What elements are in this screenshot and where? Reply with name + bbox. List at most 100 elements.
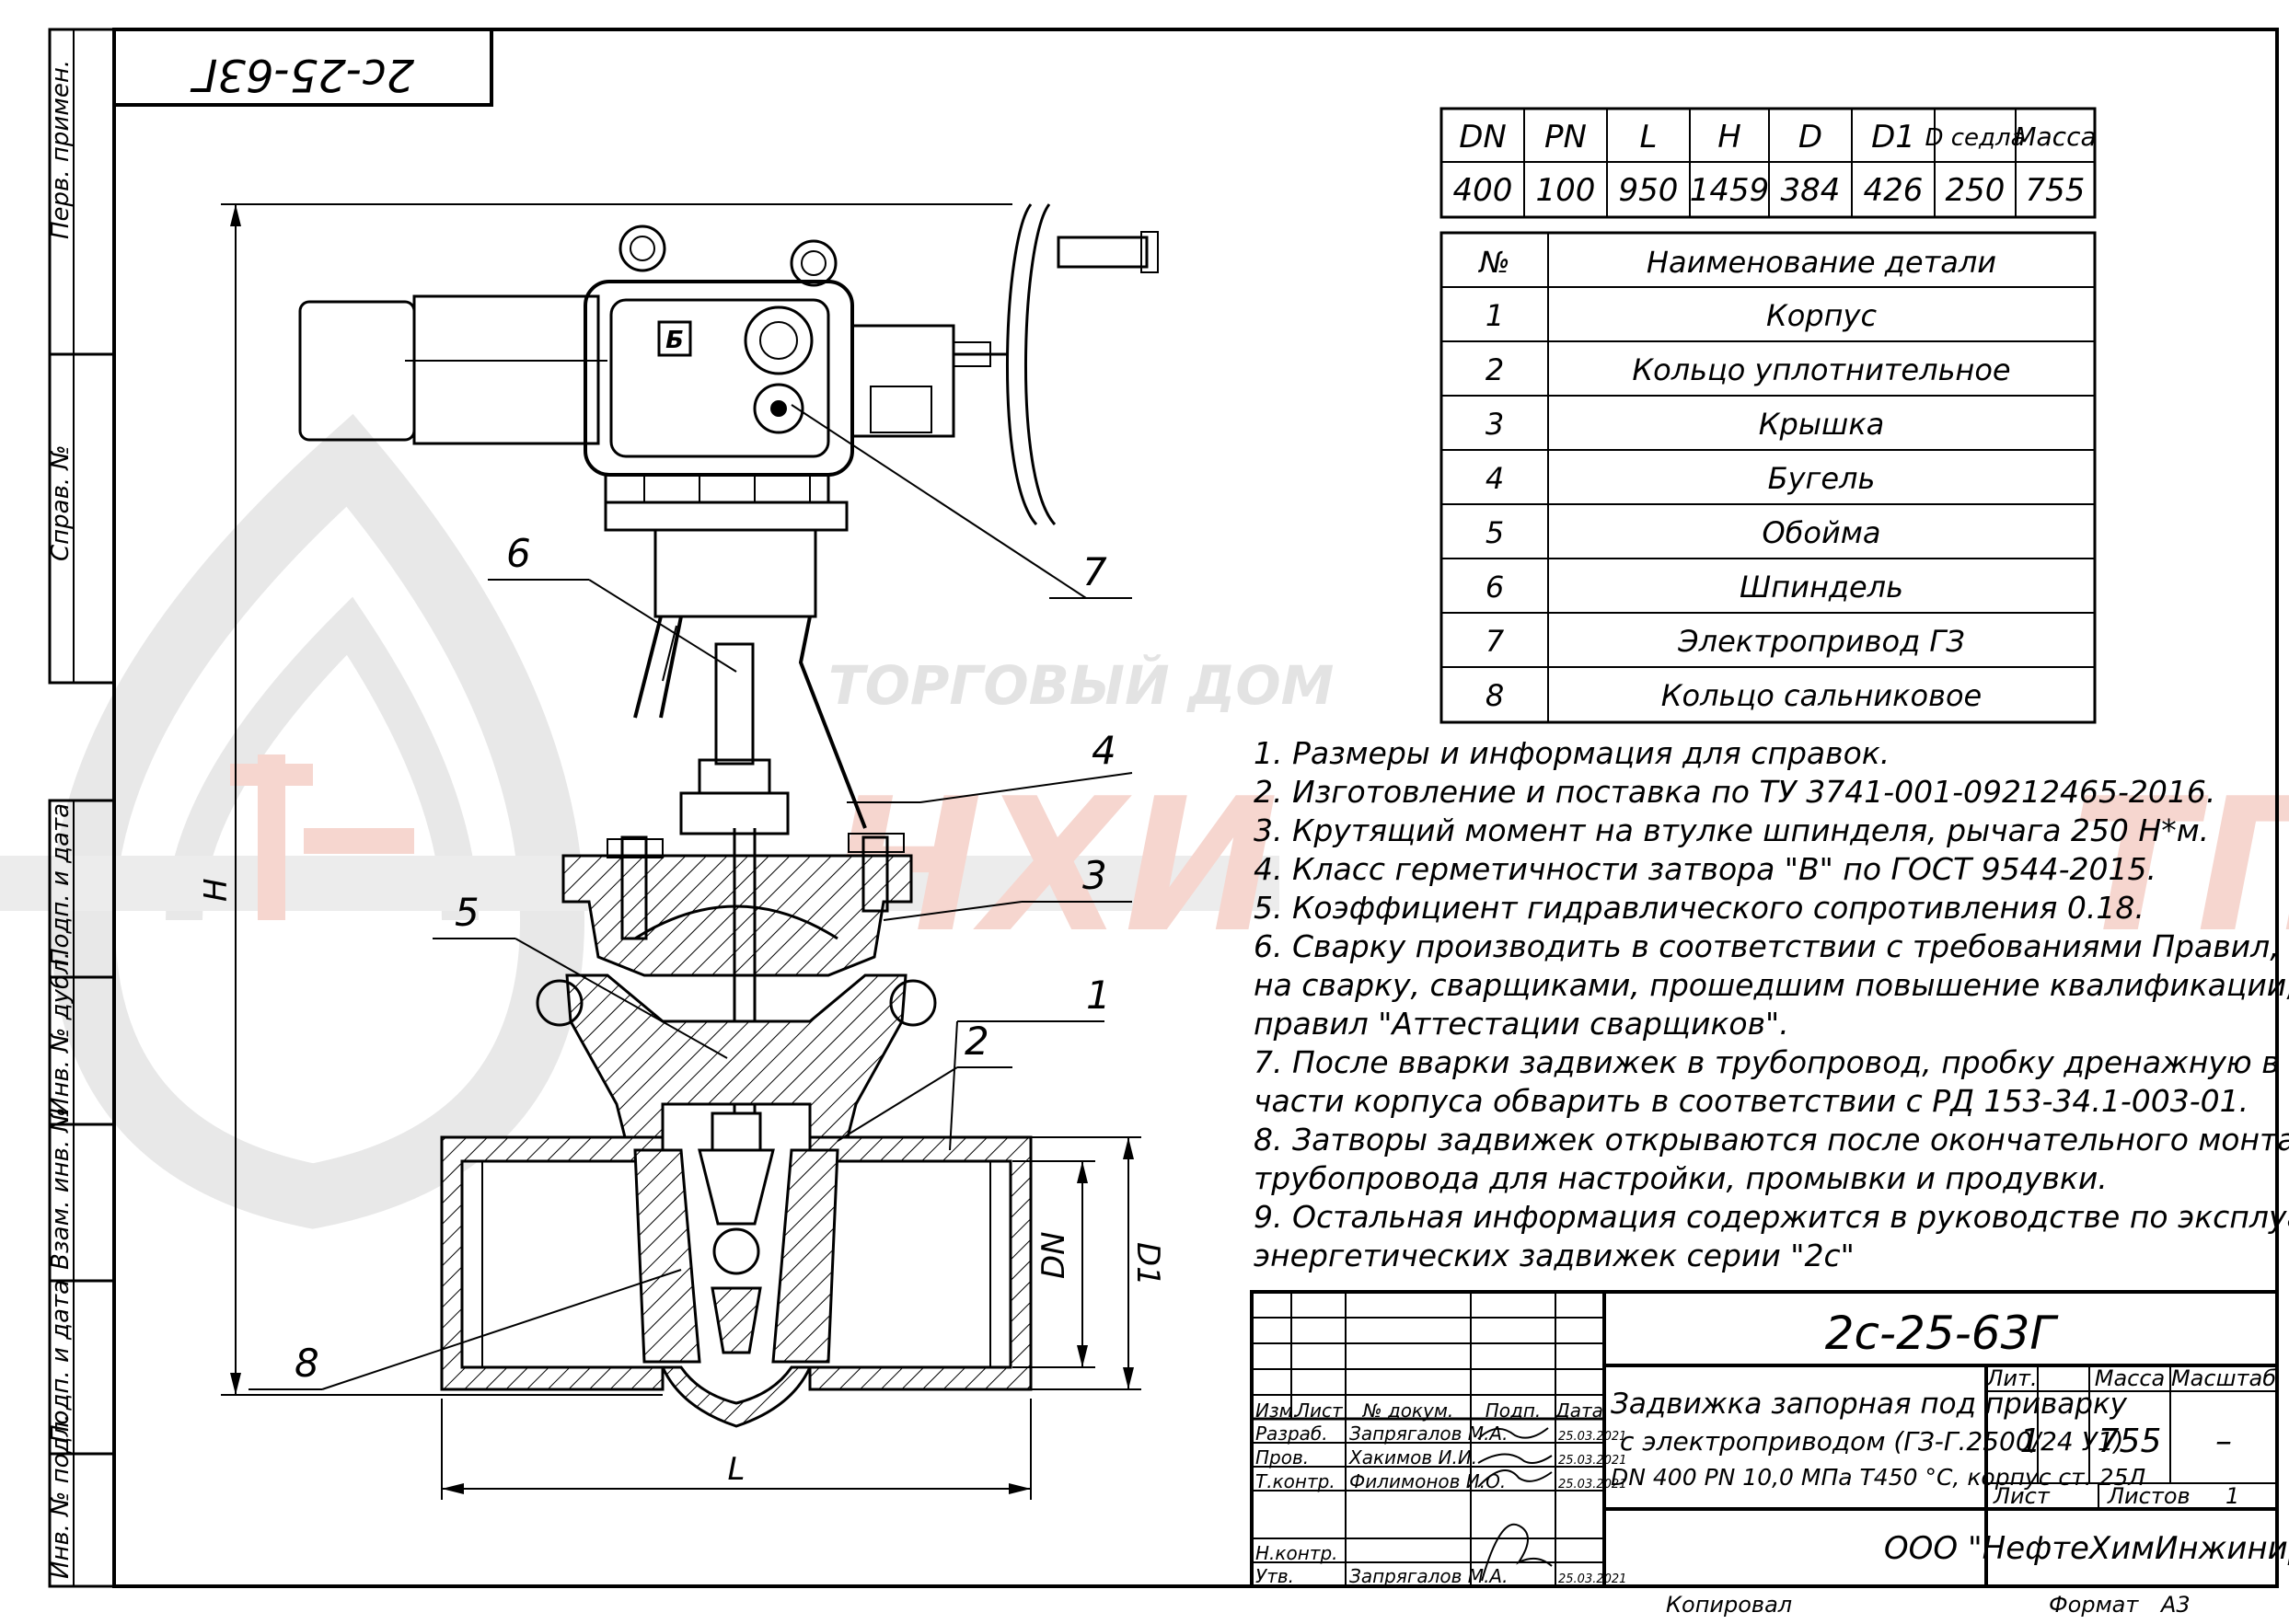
dimensions: H L DN D1: [198, 203, 1166, 1500]
tb-role-tkontr: Т.контр.: [1255, 1470, 1335, 1492]
tb-scale-value: –: [2215, 1422, 2232, 1460]
spec-header-dn: DN: [1459, 119, 1507, 155]
note-line-5: 5. Коэффициент гидравлического сопротивл…: [1254, 890, 2144, 926]
note-line-1: 1. Размеры и информация для справок.: [1254, 735, 1890, 771]
callout-5: 5: [455, 890, 480, 935]
spec-value-mass: 755: [2026, 172, 2086, 209]
parts-row-4-name: Бугель: [1768, 461, 1876, 496]
parts-header-name: Наименование детали: [1647, 245, 1996, 280]
callout-2: 2: [965, 1019, 989, 1064]
callouts: 1 2 3 4 5 6 7 8: [249, 404, 1133, 1390]
spec-value-dn: 400: [1453, 172, 1513, 209]
note-line-10: части корпуса обварить в соответствии с …: [1254, 1083, 2249, 1119]
tb-copied: Копировал: [1666, 1592, 1792, 1618]
tb-date-utv: 25.03.2021: [1558, 1572, 1626, 1586]
side-label-vzam: Взам. инв. №: [47, 1107, 75, 1270]
spec-header-dseat: D седла: [1925, 124, 2025, 152]
tb-name-utv: Запрягалов М.А.: [1349, 1565, 1508, 1587]
tb-role-razrab: Разраб.: [1255, 1422, 1328, 1445]
watermark-big-text-right: ТП: [2071, 759, 2289, 973]
dim-label-l: L: [728, 1451, 746, 1488]
tb-date-tkontr: 25.03.2021: [1558, 1478, 1626, 1492]
note-line-6: 6. Сварку производить в соответствии с т…: [1254, 928, 2289, 964]
tb-scale-header: Масштаб: [2171, 1365, 2276, 1391]
parts-row-5-name: Обойма: [1762, 515, 1880, 550]
tb-role-nkontr: Н.контр.: [1255, 1542, 1338, 1564]
spec-value-l: 950: [1619, 172, 1679, 209]
tb-sheet-label: Лист: [1993, 1483, 2051, 1509]
parts-row-3-name: Крышка: [1759, 407, 1885, 442]
tb-date-razrab: 25.03.2021: [1558, 1430, 1626, 1444]
side-label-inv-dubl: Инв. № дубл.: [47, 951, 75, 1115]
tb-name-prov: Хакимов И.И.: [1348, 1446, 1477, 1469]
spec-header-d: D: [1798, 119, 1822, 155]
note-line-14: энергетических задвижек серии "2с": [1254, 1238, 1855, 1273]
tb-col-ndok: № докум.: [1362, 1399, 1454, 1422]
callout-8: 8: [295, 1341, 319, 1386]
note-line-7: на сварку, сварщиками, прошедшим повышен…: [1254, 967, 2289, 1003]
technical-notes: 1. Размеры и информация для справок. 2. …: [1254, 735, 2289, 1273]
parts-row-4-num: 4: [1486, 461, 1504, 496]
spec-table: DN PN L H D D1 D седла Масса 400 100 950…: [1439, 107, 2097, 219]
spec-value-h: 1459: [1690, 172, 1770, 209]
callout-3: 3: [1082, 853, 1107, 898]
note-line-11: 8. Затворы задвижек открываются после ок…: [1254, 1122, 2289, 1158]
side-label-perv: Перв. примен.: [47, 60, 75, 239]
tb-designation: 2с-25-63Г: [1825, 1307, 2060, 1360]
tb-lit-value: 1: [2020, 1422, 2041, 1460]
parts-row-2-num: 2: [1486, 352, 1504, 387]
parts-row-3-num: 3: [1486, 407, 1504, 442]
tb-name-razrab: Запрягалов М.А.: [1349, 1422, 1508, 1445]
tb-company: ООО "НефтеХимИнжиниринг": [1884, 1530, 2289, 1567]
callout-4: 4: [1092, 728, 1116, 773]
note-line-12: трубопровода для настройки, промывки и п…: [1254, 1160, 2108, 1196]
title-block: Изм. Лист № докум. Подп. Дата Разраб. За…: [1250, 1290, 2289, 1618]
tb-sheets-label: Листов: [2107, 1483, 2191, 1509]
spec-header-h: H: [1717, 119, 1741, 155]
spec-value-pn: 100: [1536, 172, 1596, 209]
side-label-podp2: Подп. и дата: [47, 1280, 75, 1443]
note-line-9: 7. После вварки задвижек в трубопровод, …: [1254, 1044, 2289, 1080]
tb-col-izm: Изм.: [1255, 1399, 1299, 1422]
tb-mass-header: Масса: [2095, 1365, 2166, 1391]
parts-row-1-num: 1: [1486, 298, 1504, 333]
tb-description-3: DN 400 PN 10,0 МПа Т450 °С, корпус ст. 2…: [1611, 1464, 2145, 1491]
parts-row-7-name: Электропривод ГЗ: [1677, 624, 1964, 659]
tb-name-tkontr: Филимонов И.О.: [1349, 1470, 1506, 1492]
parts-row-8-num: 8: [1486, 678, 1504, 713]
spec-value-d1: 426: [1864, 172, 1924, 209]
parts-header-num: №: [1477, 245, 1509, 280]
watermark-small-text: ТОРГОВЫЙ ДОМ: [828, 653, 1334, 717]
tb-description-1: Задвижка запорная под приварку: [1611, 1388, 2128, 1421]
parts-row-2-name: Кольцо уплотнительное: [1632, 352, 2010, 387]
callout-7: 7: [1082, 549, 1107, 594]
tb-col-list: Лист: [1295, 1399, 1344, 1422]
dim-label-h: H: [198, 878, 235, 902]
tb-format-label: Формат: [2049, 1592, 2139, 1618]
tb-mass-value: 755: [2098, 1422, 2162, 1460]
tb-role-prov: Пров.: [1255, 1446, 1309, 1469]
signature-utv: [1481, 1523, 1553, 1582]
sheet-frame: 2с-25-63Г Перв. примен. Справ. № Подп. и…: [47, 28, 2279, 1588]
tb-format-value: А3: [2159, 1592, 2191, 1618]
note-line-13: 9. Остальная информация содержится в рук…: [1254, 1199, 2289, 1235]
valve-drawing: Б: [298, 203, 1159, 1428]
parts-row-6-name: Шпиндель: [1740, 570, 1903, 605]
tb-lit-header: Лит.: [1985, 1365, 2037, 1391]
parts-row-5-num: 5: [1486, 515, 1504, 550]
parts-row-6-num: 6: [1486, 570, 1504, 605]
spec-header-mass: Масса: [2014, 121, 2096, 152]
side-label-sprav: Справ. №: [47, 445, 75, 561]
parts-row-1-name: Корпус: [1766, 298, 1877, 333]
note-line-4: 4. Класс герметичности затвора "В" по ГО…: [1254, 851, 2156, 887]
tb-col-data: Дата: [1555, 1399, 1603, 1422]
tb-sheets-value: 1: [2225, 1483, 2239, 1509]
signature-prov: [1477, 1453, 1553, 1464]
dim-label-d1: D1: [1129, 1242, 1166, 1286]
top-stamp-text: 2с-25-63Г: [191, 49, 415, 100]
signature-tkontr: [1477, 1469, 1553, 1488]
actuator-logo: Б: [665, 327, 684, 354]
parts-row-7-num: 7: [1486, 624, 1505, 659]
spec-header-pn: PN: [1544, 119, 1587, 155]
